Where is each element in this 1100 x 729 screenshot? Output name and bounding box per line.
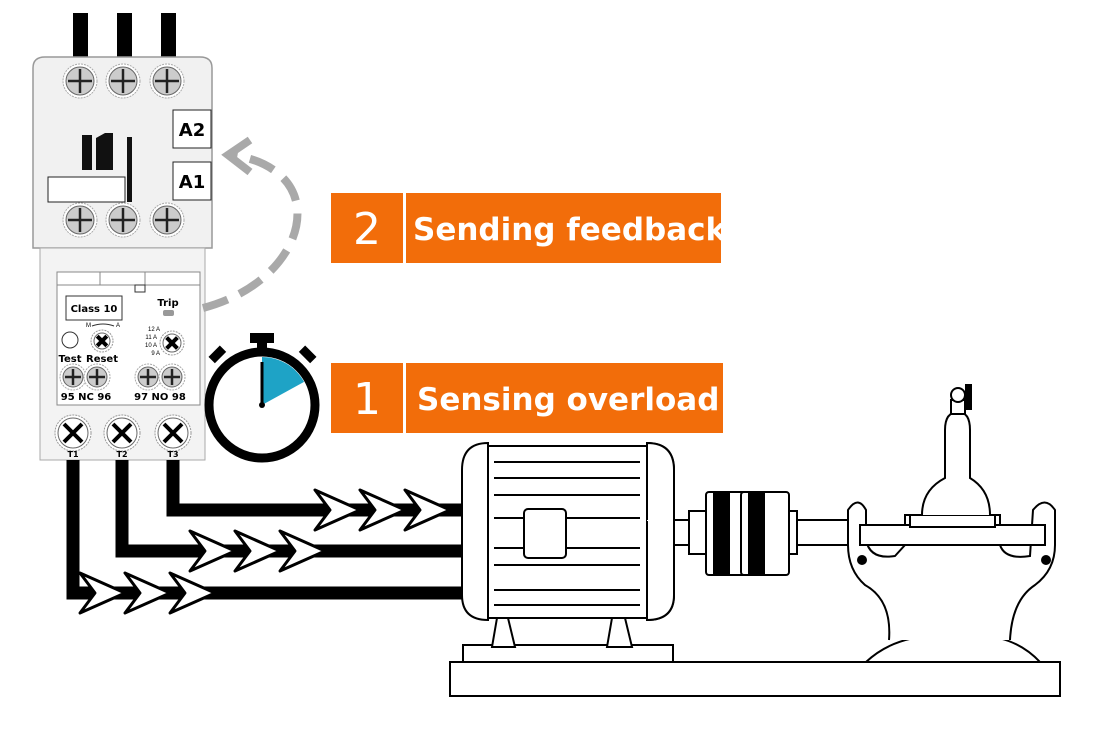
feedback-arrow — [201, 136, 302, 312]
step-2-label: Sending feedback — [413, 212, 728, 248]
current-flow-arrows — [78, 488, 452, 615]
svg-text:9 A: 9 A — [151, 351, 160, 357]
trip-indicator — [163, 310, 174, 316]
output-terminal-icon — [154, 414, 192, 452]
step-2-callout: 2 Sending feedback — [331, 193, 728, 263]
t3-label: T3 — [167, 450, 178, 459]
class-label: Class 10 — [71, 304, 118, 315]
terminal-a2 — [172, 109, 212, 149]
screw-icon — [83, 363, 111, 391]
base-platform — [449, 661, 1061, 697]
motor-wires — [66, 460, 465, 600]
test-button[interactable] — [61, 331, 79, 349]
screw-icon — [105, 63, 141, 99]
output-terminal-icon — [54, 414, 92, 452]
t1-label: T1 — [67, 450, 78, 459]
svg-text:10 A: 10 A — [145, 343, 157, 349]
terminal-a1-label: A1 — [179, 172, 205, 193]
chevron-arrow — [188, 529, 237, 573]
overload-relay: Class 10 Trip M A Test Reset 12 A 11 A 1… — [39, 247, 206, 461]
svg-text:11 A: 11 A — [145, 335, 157, 341]
mode-m-label: M — [86, 323, 91, 329]
screw-icon — [134, 363, 162, 391]
contactor: A2 A1 — [32, 56, 213, 249]
chevron-arrow — [313, 488, 362, 532]
chevron-arrow — [78, 571, 127, 615]
output-terminal-icon — [103, 414, 141, 452]
terminal-a2-label: A2 — [179, 120, 205, 141]
reset-label: Reset — [86, 354, 118, 365]
screw-icon — [149, 202, 185, 238]
timer-progress — [262, 357, 305, 405]
current-scale: 12 A 11 A 10 A 9 A — [145, 327, 160, 357]
test-label: Test — [58, 354, 81, 365]
pump — [847, 384, 1056, 663]
screw-icon — [59, 363, 87, 391]
coupling — [647, 491, 865, 576]
chevron-arrow — [233, 529, 282, 573]
screw-icon — [62, 202, 98, 238]
screw-icon — [158, 363, 186, 391]
terminal-a1 — [172, 161, 212, 201]
stopwatch-icon — [204, 333, 320, 463]
nc-contacts-label: 95 NC 96 — [61, 392, 112, 403]
electric-motor — [461, 441, 675, 663]
screw-icon — [149, 63, 185, 99]
step-1-callout: 1 Sensing overload — [331, 363, 723, 433]
step-1-label: Sensing overload — [417, 382, 719, 418]
step-2-number: 2 — [353, 204, 381, 255]
supply-wires — [73, 13, 176, 59]
chevron-arrow — [403, 488, 452, 532]
step-1-number: 1 — [353, 374, 381, 425]
chevron-arrow — [278, 529, 327, 573]
chevron-arrow — [123, 571, 172, 615]
no-contacts-label: 97 NO 98 — [134, 392, 186, 403]
mode-a-label: A — [116, 323, 120, 329]
screw-icon — [105, 202, 141, 238]
chevron-arrow — [168, 571, 217, 615]
svg-text:12 A: 12 A — [148, 327, 160, 333]
chevron-arrow — [358, 488, 407, 532]
current-dial-icon — [159, 330, 185, 356]
t2-label: T2 — [116, 450, 127, 459]
reset-button-icon — [90, 329, 114, 353]
trip-label: Trip — [157, 298, 178, 309]
screw-icon — [62, 63, 98, 99]
